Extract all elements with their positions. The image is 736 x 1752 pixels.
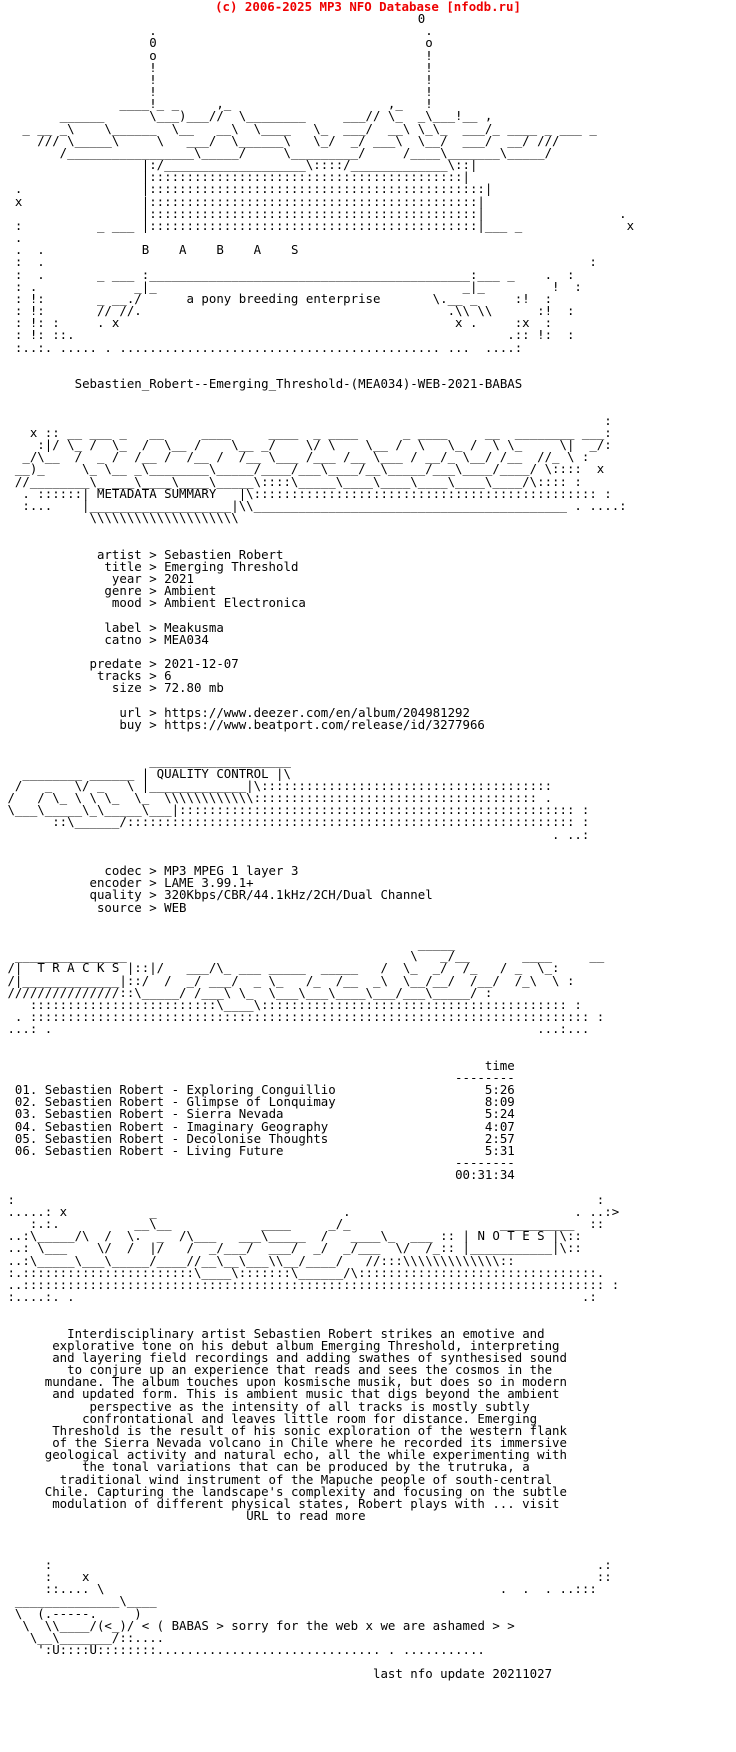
track-row: 06. Sebastien Robert - Living Future 5:3…: [15, 1143, 515, 1158]
track-title: Sebastien Robert - Glimpse of Lonquimay: [44, 1094, 336, 1110]
release-name: Sebastien_Robert--Emerging_Threshold-(ME…: [74, 376, 523, 392]
track-row: 01. Sebastien Robert - Exploring Conguil…: [15, 1082, 515, 1097]
footer-message: < ( BABAS > sorry for the web x we are a…: [141, 1617, 515, 1633]
notes-line: Chile. Capturing the landscape's complex…: [44, 1483, 567, 1499]
predate-value: 2021-12-07: [164, 656, 239, 672]
notes-line: geological activity and natural echo, al…: [44, 1447, 567, 1463]
notes-line: and updated form. This is ambient music …: [52, 1386, 560, 1402]
track-title: Sebastien Robert - Decolonise Thoughts: [44, 1130, 329, 1146]
notes-line: explorative tone on his debut album Emer…: [52, 1337, 560, 1353]
buy-link[interactable]: https://www.beatport.com/release/id/3277…: [164, 716, 485, 732]
tracks-count-value: 6: [164, 668, 172, 684]
notes-line: and layering field recordings and adding…: [52, 1349, 567, 1365]
track-number: 03.: [14, 1106, 38, 1122]
metadata-section-title: METADATA SUMMARY: [96, 485, 217, 501]
track-time: 5:31: [484, 1142, 515, 1158]
source-value: WEB: [164, 899, 187, 915]
track-number: 01.: [14, 1082, 38, 1098]
quality-value: 320Kbps/CBR/44.1kHz/2CH/Dual Channel: [164, 887, 433, 903]
notes-line: Interdisciplinary artist Sebastien Rober…: [67, 1325, 545, 1341]
track-time: 5:24: [484, 1106, 515, 1122]
track-time: 5:26: [484, 1082, 515, 1098]
title-value: Emerging Threshold: [164, 558, 299, 574]
track-time: 8:09: [484, 1094, 515, 1110]
track-title: Sebastien Robert - Exploring Conguillio: [44, 1082, 336, 1098]
time-column-header: time: [484, 1057, 515, 1073]
artist-value: Sebastien Robert: [164, 546, 284, 562]
track-number: 05.: [14, 1130, 38, 1146]
last-update-note: last nfo update 20211027: [373, 1666, 553, 1682]
nfo-text: 0 . . 0 o o ! !: [7, 11, 635, 1682]
encoder-value: LAME 3.99.1+: [164, 875, 254, 891]
notes-line: of the Sierra Nevada volcano in Chile wh…: [52, 1435, 567, 1451]
notes-line: Threshold is the result of his sonic exp…: [52, 1422, 567, 1438]
total-time: 00:31:34: [455, 1167, 515, 1183]
notes-section-title: N O T E S: [477, 1228, 545, 1244]
genre-value: Ambient: [164, 583, 217, 599]
copyright-banner: (c) 2006-2025 MP3 NFO Database [nfodb.ru…: [215, 0, 521, 14]
url-link[interactable]: https://www.deezer.com/en/album/20498129…: [164, 704, 470, 720]
notes-line: the tonal variations that can be produce…: [82, 1459, 530, 1475]
codec-value: MP3 MPEG 1 layer 3: [164, 863, 299, 879]
notes-line: modulation of different physical states,…: [52, 1495, 560, 1511]
track-time: 4:07: [484, 1118, 515, 1134]
mood-value: Ambient Electronica: [164, 595, 306, 611]
label-value: Meakusma: [164, 619, 224, 635]
track-number: 04.: [14, 1118, 38, 1134]
notes-line: traditional wind instrument of the Mapuc…: [59, 1471, 553, 1487]
group-tagline: a pony breeding enterprise: [186, 290, 381, 306]
group-name-letters: B A B A S: [141, 242, 299, 258]
notes-line: confrontational and leaves little room f…: [82, 1410, 538, 1426]
quality-section-title: QUALITY CONTROL: [156, 765, 269, 781]
catno-value: MEA034: [164, 631, 209, 647]
notes-line: URL to read more: [246, 1508, 366, 1524]
track-row: 04. Sebastien Robert - Imaginary Geograp…: [15, 1119, 515, 1134]
track-time: 2:57: [484, 1130, 515, 1146]
notes-line: to conjure up an experience that reads a…: [67, 1362, 553, 1378]
tracks-section-title: T R A C K S: [37, 960, 120, 976]
size-value: 72.80 mb: [164, 680, 224, 696]
track-row: 03. Sebastien Robert - Sierra Nevada 5:2…: [15, 1106, 515, 1121]
track-title: Sebastien Robert - Imaginary Geography: [44, 1118, 329, 1134]
track-row: 02. Sebastien Robert - Glimpse of Lonqui…: [15, 1094, 515, 1109]
track-row: 05. Sebastien Robert - Decolonise Though…: [15, 1131, 515, 1146]
track-title: Sebastien Robert - Sierra Nevada: [44, 1106, 284, 1122]
track-number: 02.: [14, 1094, 38, 1110]
track-number: 06.: [14, 1142, 38, 1158]
notes-line: perspective as the intensity of all trac…: [89, 1398, 530, 1414]
year-value: 2021: [164, 570, 194, 586]
track-title: Sebastien Robert - Living Future: [44, 1142, 284, 1158]
notes-line: mundane. The album touches upon kosmisch…: [44, 1374, 567, 1390]
